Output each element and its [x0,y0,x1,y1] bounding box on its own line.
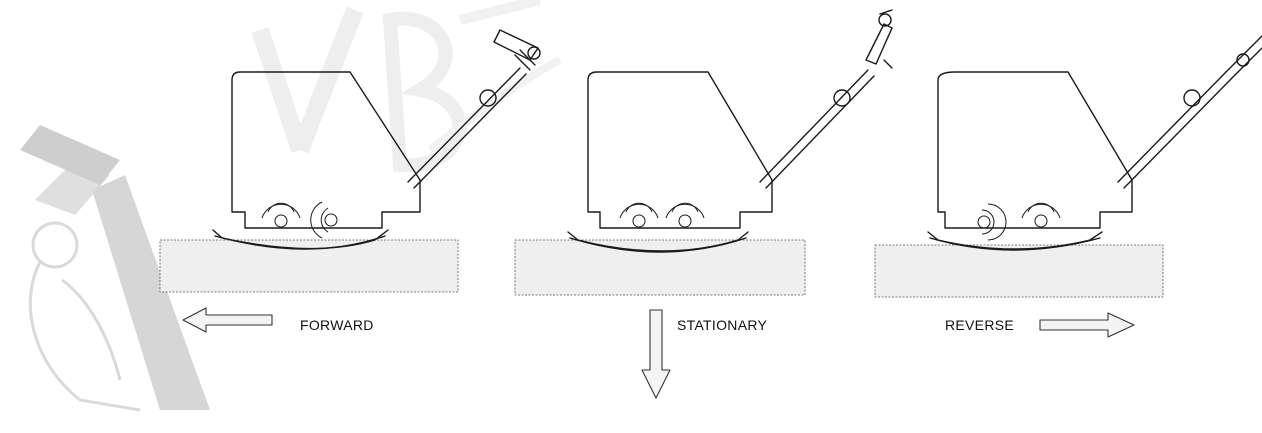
engine-housing-forward [231,71,421,229]
reverse-arrow-icon [1039,312,1135,338]
eccentric-weights-stationary [619,202,705,228]
watermark-text-icon [251,0,562,173]
forward-arrow-icon [182,307,273,333]
forward-label: FORWARD [300,317,374,333]
ground-forward [159,239,459,293]
ground-reverse [874,244,1164,298]
compactor-reverse [874,35,1262,298]
handle-stationary [759,9,893,189]
stationary-label: STATIONARY [677,317,768,333]
eccentric-weights-forward [261,201,338,239]
ground-stationary [514,239,806,296]
stationary-arrow-icon [641,309,671,399]
compactor-forward [159,29,541,293]
engine-housing-stationary [587,71,773,229]
compactor-stationary [514,9,893,296]
engine-housing-reverse [937,71,1133,229]
watermark-logo-icon [20,125,210,412]
handle-forward [407,29,541,189]
reverse-label: REVERSE [945,317,1015,333]
handle-reverse [1117,35,1262,189]
eccentric-weights-reverse [977,202,1061,241]
